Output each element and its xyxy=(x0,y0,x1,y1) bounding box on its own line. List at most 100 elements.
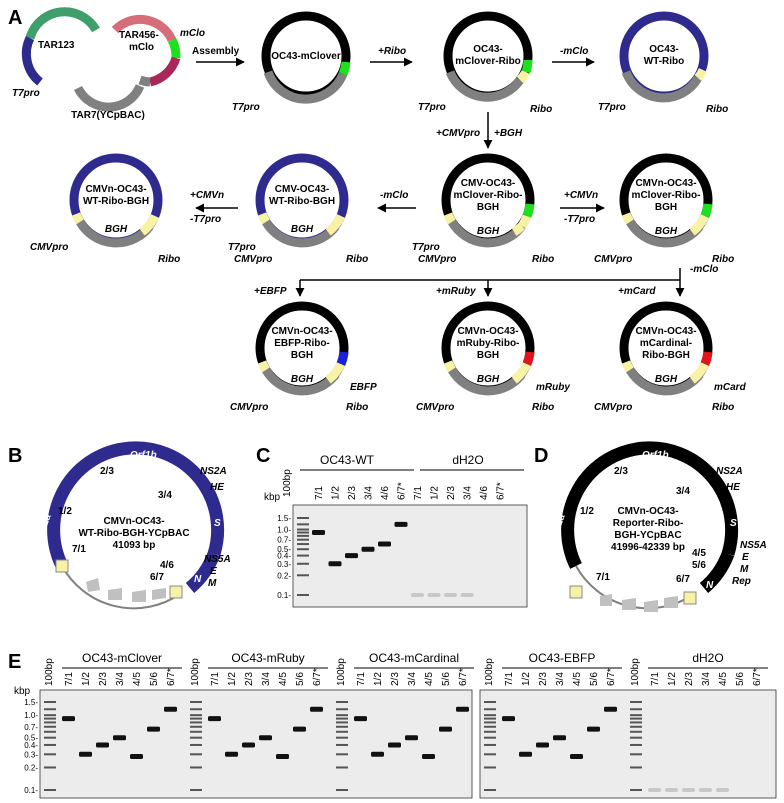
plasmid-4-l2: mClover-Ribo- xyxy=(454,190,523,201)
tar123-arc xyxy=(21,7,100,86)
gel-e-lane-label: 1/2 xyxy=(81,672,92,686)
gel-c-band xyxy=(378,541,391,547)
gel-e-ladder-band xyxy=(630,708,642,711)
gel-e-lane-label: 5/6 xyxy=(441,672,452,686)
gel-c-tick: 0.3- xyxy=(277,560,291,569)
gel-e-band xyxy=(276,754,289,760)
plasmid-5-l3: BGH xyxy=(655,202,677,213)
gel-e-group-heading: dH2O xyxy=(692,651,723,665)
gel-e-lane-label: 1/2 xyxy=(373,672,384,686)
gel-e-band xyxy=(62,716,75,722)
ns2a-label-b: NS2A xyxy=(200,466,227,477)
gel-e-ladder-band xyxy=(190,717,202,720)
bgh-label-9: BGH xyxy=(477,374,500,385)
gel-e-ladder-band xyxy=(44,766,56,769)
gel-e-ladder-label: 100bp xyxy=(44,658,55,686)
gel-e-lane-label: 6/7* xyxy=(166,668,177,686)
gel-e-ladder-band xyxy=(630,766,642,769)
gel-e-ladder-band xyxy=(190,730,202,733)
plasmid-oc43-wt-ribo xyxy=(619,11,709,103)
gel-e-ladder-label: 100bp xyxy=(484,658,495,686)
plasmid-10-l2: mCardinal- xyxy=(640,338,692,349)
gel-e-ladder-band xyxy=(484,725,496,728)
gel-e-tick: 0.3- xyxy=(24,750,38,759)
gel-c-lane-label: 1/2 xyxy=(430,486,441,500)
plasmid-5-l2: mClover-Ribo- xyxy=(632,190,701,201)
gel-e-band xyxy=(310,706,323,712)
ribo-label-7: Ribo xyxy=(158,254,180,265)
step-cmvn-b2: -T7pro xyxy=(190,214,221,225)
ns5a-label-d: NS5A xyxy=(740,540,767,551)
gel-e-group-heading: OC43-mCardinal xyxy=(369,651,459,665)
gel-e-band xyxy=(587,726,600,732)
gel-e-band xyxy=(371,751,384,757)
gel-c-ladder-band xyxy=(297,554,309,557)
gel-c-ladder-band xyxy=(297,523,309,526)
gel-e-band xyxy=(388,742,401,748)
gel-c-lane-label: 4/6 xyxy=(479,486,490,500)
t7pro-label-a0: T7pro xyxy=(12,88,40,99)
ribo-label-2: Ribo xyxy=(530,104,552,115)
step-mcard: +mCard xyxy=(618,286,656,297)
plasmid-1-name: OC43-mClover xyxy=(271,51,341,62)
gel-e-ladder-band xyxy=(336,701,348,703)
plasmid-2-l1: OC43- xyxy=(473,44,502,55)
gel-c-tick: 1.5- xyxy=(277,514,291,523)
gel-e-ladder-band xyxy=(190,714,202,717)
gel-e-ladder-band xyxy=(484,766,496,769)
gel-e-primer-dimer xyxy=(648,788,661,792)
gel-e-ladder-band xyxy=(336,725,348,728)
cmvpro-label-4: CMVpro xyxy=(418,254,456,265)
orf1b-label-b: Orf1b xyxy=(130,450,157,461)
gel-e-lane-label: 7/1 xyxy=(64,672,75,686)
gel-c-primer-dimer xyxy=(460,593,474,597)
gel-c-band xyxy=(361,546,375,552)
gel-e-lane-label: 3/4 xyxy=(261,672,272,686)
gel-e-ladder-band xyxy=(190,736,202,739)
step-mclo-remove-2: -mClo xyxy=(380,190,408,201)
gel-e-ladder-band xyxy=(190,743,202,746)
gel-e-lane-label: 1/2 xyxy=(667,672,678,686)
gel-e-band xyxy=(259,735,272,741)
gel-c-band xyxy=(394,521,408,527)
mcard-label: mCard xyxy=(714,382,747,393)
mruby-label: mRuby xyxy=(536,382,570,393)
s-label-d: S xyxy=(730,518,737,529)
gel-e-band xyxy=(604,706,617,712)
gel-c-tick: 0.7- xyxy=(277,536,291,545)
gel-e-primer-dimer xyxy=(682,788,695,792)
gel-e-ladder-band xyxy=(190,725,202,728)
gel-c-band xyxy=(328,561,342,567)
gel-e-band xyxy=(553,735,566,741)
m-label-d: M xyxy=(740,564,749,575)
gel-e-ladder-band xyxy=(44,789,56,791)
he-label-b: HE xyxy=(210,482,224,493)
gel-e-primer-dimer xyxy=(665,788,678,792)
gel-c-ladder-band xyxy=(297,531,309,534)
gel-e-lane-label: 2/3 xyxy=(538,672,549,686)
plasmid-mruby xyxy=(441,301,535,396)
step-mruby: +mRuby xyxy=(436,286,476,297)
gel-e-lane-label: 1/2 xyxy=(227,672,238,686)
gel-e-ladder-band xyxy=(484,736,496,739)
gel-e-ladder-band xyxy=(44,717,56,720)
gel-e-lane-label: 2/3 xyxy=(244,672,255,686)
gel-c-tick: 0.2- xyxy=(277,571,291,580)
gel-e-ladder-label: 100bp xyxy=(336,658,347,686)
gel-c-ladder-band xyxy=(297,548,309,551)
plasmid-cmv-mclover xyxy=(441,153,535,248)
gel-e-ladder-band xyxy=(484,753,496,756)
plasmid-8-l2: EBFP-Ribo- xyxy=(274,338,330,349)
gel-e-ladder-band xyxy=(336,721,348,724)
gel-c-lane-label: 4/6 xyxy=(380,486,391,500)
gel-e-ladder-band xyxy=(484,721,496,724)
gel-e-ladder-band xyxy=(630,725,642,728)
ribo-label-5: Ribo xyxy=(712,254,734,265)
n-label-b: N xyxy=(194,574,202,585)
step-cmv-1: +CMVpro xyxy=(436,128,480,139)
bgh-label-7: BGH xyxy=(105,224,128,235)
genome-b-l2: WT-Ribo-BGH-YCpBAC xyxy=(78,528,189,539)
step-mclo-remove: -mClo xyxy=(560,46,588,57)
gel-e-ladder-band xyxy=(484,743,496,746)
tar7-label: TAR7(YCpBAC) xyxy=(71,110,145,121)
